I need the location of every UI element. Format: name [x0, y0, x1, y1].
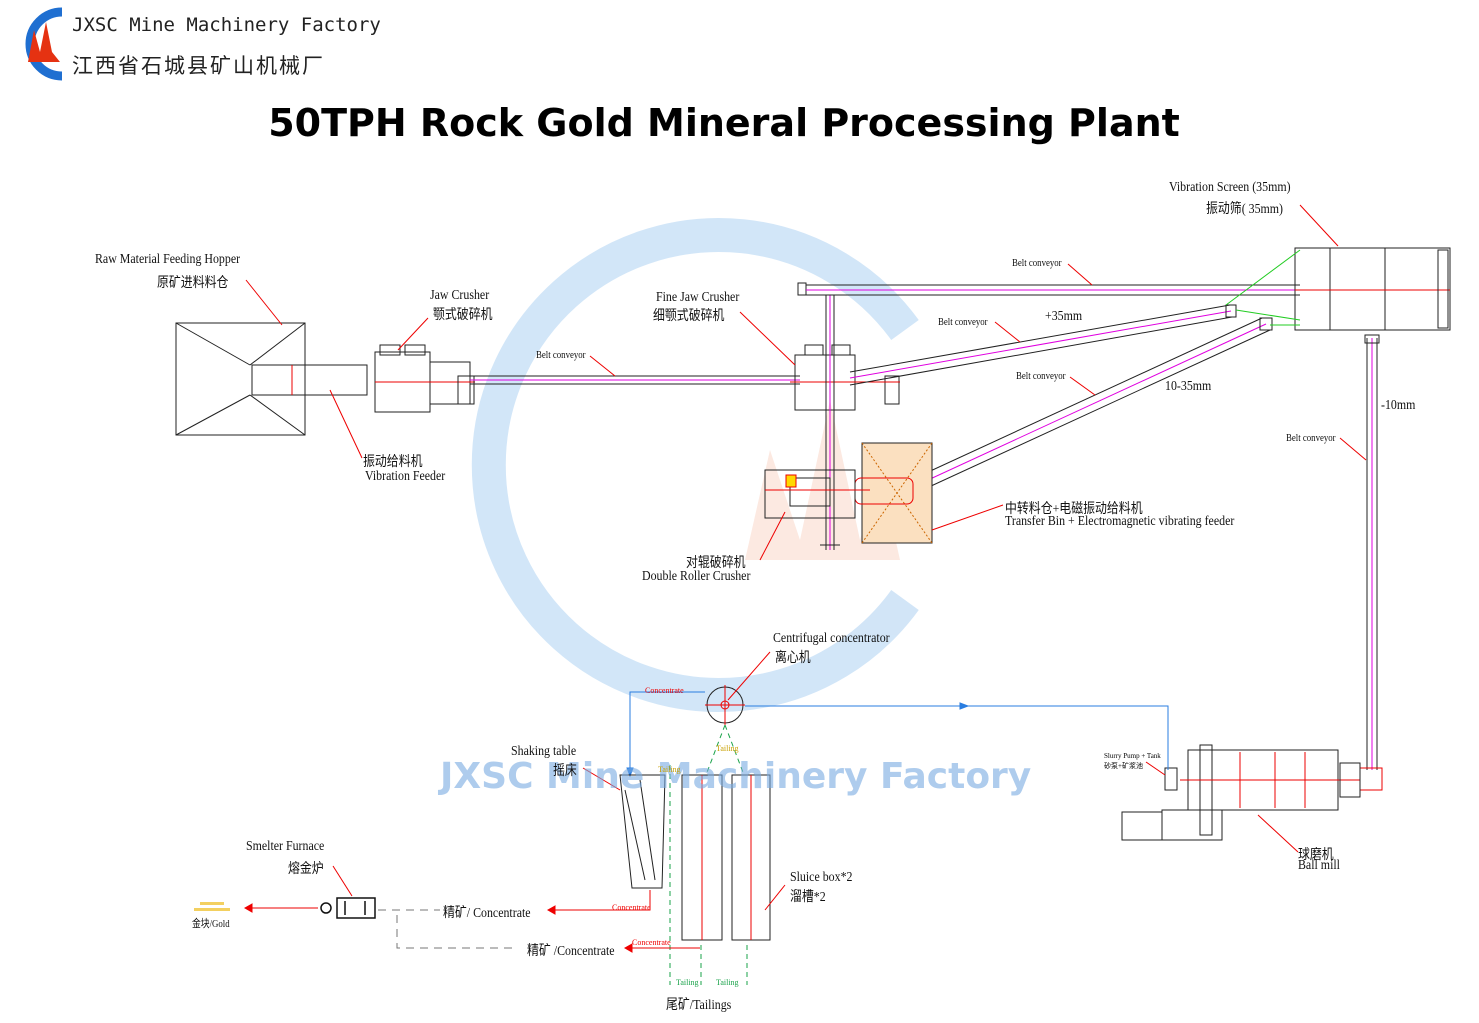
size-minus10: -10mm: [1381, 398, 1416, 413]
jaw-crusher-label-cn: 颚式破碎机: [433, 308, 493, 323]
fine-jaw-label-en: Fine Jaw Crusher: [656, 290, 740, 305]
roller-label-en: Double Roller Crusher: [642, 569, 751, 584]
gold-label: 金块/Gold: [192, 918, 230, 930]
watermark-text: JXSC Mine Machinery Factory: [440, 756, 1032, 797]
ball-mill-label-cn: 球磨机: [1298, 848, 1334, 863]
vibration-screen: [1294, 247, 1451, 331]
sluice-label-cn: 溜槽*2: [790, 890, 826, 905]
concentrate-label-1: 精矿/ Concentrate: [443, 906, 531, 921]
logo-name-cn: 江西省石城县矿山机械厂: [72, 54, 325, 78]
transfer-bin: [854, 442, 933, 544]
slurry-line: [626, 691, 1169, 778]
ball-mill: [1121, 744, 1361, 841]
logo-name-en: JXSC Mine Machinery Factory: [72, 14, 381, 36]
smelter-label-cn: 熔金炉: [288, 862, 324, 877]
feeder-label-cn: 振动给料机: [363, 455, 423, 470]
double-roller-crusher: [764, 469, 870, 519]
tailing-tag-centrifugal: Tailing: [716, 744, 739, 753]
screen-label-cn: 振动筛( 35mm): [1206, 202, 1284, 217]
jaw-crusher: [374, 344, 475, 413]
smelter-furnace: [320, 897, 376, 919]
tailings-label: 尾矿/Tailings: [666, 998, 732, 1013]
shaking-table-label-en: Shaking table: [511, 744, 577, 759]
belt-conveyor-top: [797, 282, 1300, 296]
screen-chute-lines: [1225, 249, 1301, 326]
vertical-belt-conveyor: [820, 295, 840, 550]
concentrate-tag-centrifugal: Concentrate: [645, 686, 684, 695]
belt-conveyor-mid-label: Belt conveyor: [938, 316, 988, 328]
size-plus35: +35mm: [1045, 309, 1083, 324]
belt-conveyor-right: [1359, 334, 1383, 791]
belt-conveyor-low-label: Belt conveyor: [1016, 370, 1066, 382]
sluice-boxes: [681, 774, 771, 941]
transfer-bin-label-cn: 中转料仓+电磁振动给料机: [1005, 502, 1143, 517]
fine-jaw-crusher: [790, 344, 900, 411]
concentrate-lines: [243, 890, 700, 953]
belt-conveyor-plus35: [849, 304, 1237, 386]
belt-conveyor-10-35: [899, 317, 1273, 499]
jxsc-logo-icon: [25, 7, 63, 81]
transfer-bin-label-en: Transfer Bin + Electromagnetic vibrating…: [1005, 514, 1235, 529]
feeding-hopper: [175, 322, 368, 436]
belt-conveyor-1-label: Belt conveyor: [536, 349, 586, 361]
centrifugal-concentrator: [705, 685, 745, 725]
page-title: 50TPH Rock Gold Mineral Processing Plant: [268, 101, 1180, 145]
centrifugal-label-cn: 离心机: [775, 651, 811, 666]
watermark-logo: [471, 218, 919, 712]
tailing-tag-1: Tailing: [676, 978, 699, 987]
centrifugal-label-en: Centrifugal concentrator: [773, 631, 890, 646]
concentrate-tag-sluice: Concentrate: [632, 938, 671, 947]
roller-label-cn: 对辊破碎机: [686, 556, 746, 571]
sluice-label-en: Sluice box*2: [790, 870, 853, 885]
concentrate-label-2: 精矿 /Concentrate: [527, 944, 615, 959]
belt-conveyor-top-label: Belt conveyor: [1012, 257, 1062, 269]
tailing-tag-2: Tailing: [716, 978, 739, 987]
feeder-label-en: Vibration Feeder: [365, 469, 446, 484]
fine-jaw-label-cn: 细颚式破碎机: [653, 309, 725, 324]
size-10-35: 10-35mm: [1165, 379, 1212, 394]
smelter-label-en: Smelter Furnace: [246, 839, 325, 854]
hopper-label-cn: 原矿进料料仓: [157, 276, 229, 291]
concentrate-to-smelter: [378, 909, 512, 949]
gold-bars-icon: [194, 902, 230, 911]
slurry-pump-label-en: Slurry Pump + Tank: [1104, 752, 1161, 760]
ball-mill-label-en: Ball mill: [1298, 858, 1340, 873]
slurry-pump-label-cn: 砂泵+矿浆池: [1104, 762, 1143, 770]
shaking-table: [619, 774, 666, 889]
belt-conveyor-right-label: Belt conveyor: [1286, 432, 1336, 444]
screen-label-en: Vibration Screen (35mm): [1169, 180, 1291, 195]
concentrate-tag-table: Concentrate: [612, 903, 651, 912]
shaking-table-label-cn: 摇床: [553, 764, 577, 779]
tailing-tag-table: Tailing: [658, 765, 681, 774]
jaw-crusher-label-en: Jaw Crusher: [430, 288, 490, 303]
belt-conveyor-1: [470, 375, 800, 385]
hopper-label-en: Raw Material Feeding Hopper: [95, 252, 241, 267]
